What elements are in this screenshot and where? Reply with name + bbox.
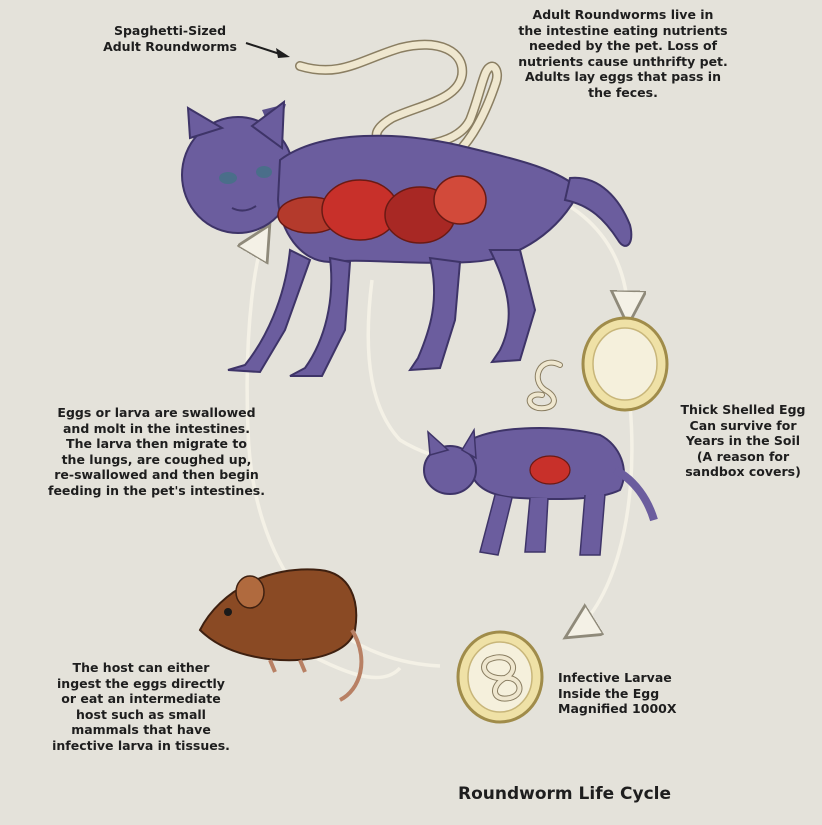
spaghetti-label: Spaghetti-Sized Adult Roundworms (75, 23, 265, 54)
diagram-title: Roundworm Life Cycle (458, 787, 758, 803)
adult-roundworm-label: Adult Roundworms live in the intestine e… (488, 7, 758, 100)
thick-shelled-egg (583, 318, 667, 410)
infective-egg (458, 632, 542, 722)
pointer-arrowhead (276, 48, 290, 58)
infective-larvae-label: Infective Larvae Inside the Egg Magnifie… (558, 670, 708, 717)
thick-egg-label: Thick Shelled Egg Can survive for Years … (668, 402, 818, 480)
host-label: The host can either ingest the eggs dire… (21, 660, 261, 753)
kitten (424, 428, 654, 555)
larva-worm (530, 363, 560, 409)
eggs-larva-label: Eggs or larva are swallowed and molt in … (24, 405, 289, 498)
